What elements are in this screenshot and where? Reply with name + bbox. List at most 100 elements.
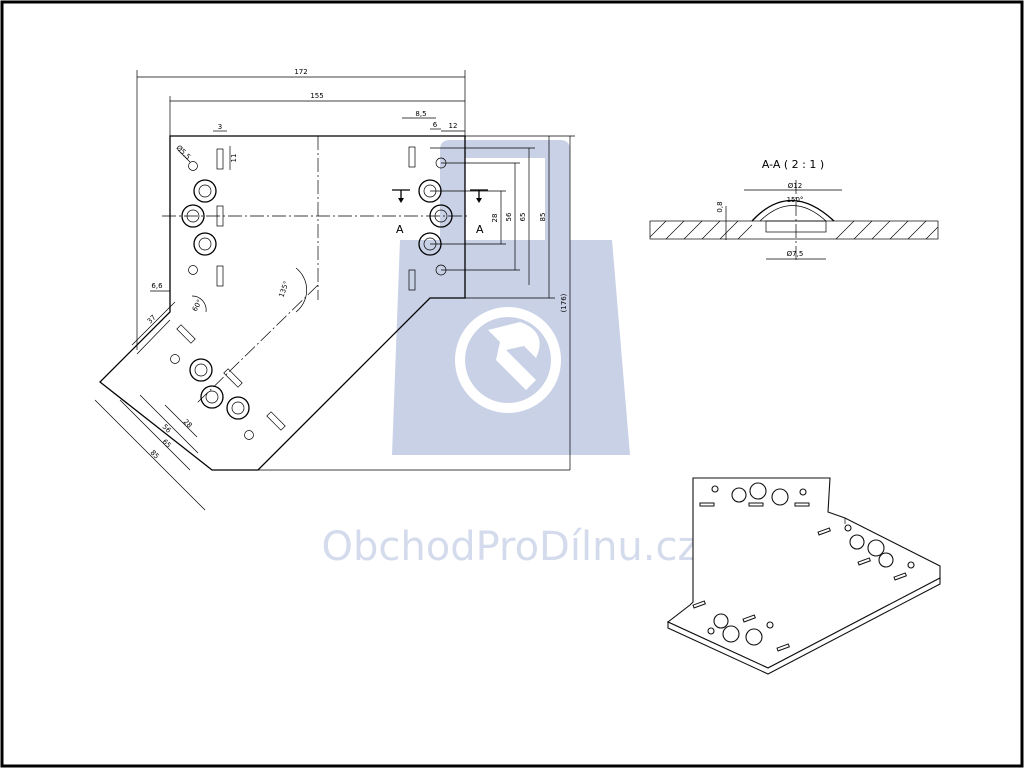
dim-172: 172 [294,68,307,76]
main-view: A A 172 155 3 11 Ø5,5 8,5 6 12 28 56 [94,68,575,511]
embossed-hole [193,232,217,256]
dim-8-5: 8,5 [415,110,426,118]
slot [266,411,286,431]
iso-hole [713,613,729,629]
slot [176,324,196,344]
diagonal-center-line [195,284,319,405]
watermark-ring [455,307,561,413]
dim-28: 28 [491,214,499,223]
small-hole [188,265,198,275]
hole-inner [194,363,208,377]
slot [223,368,243,388]
dim-hole-diameter: Ø5,5 [175,144,192,161]
dim-d7-5: Ø7,5 [787,250,804,258]
iso-hole [731,487,747,503]
section-hatching [649,220,939,240]
iso-small-hole [711,485,719,493]
hole-inner [231,401,245,415]
countersink-inner [759,205,827,222]
wrench-icon [488,322,540,390]
hole-inner [205,390,219,404]
iso-slot [857,557,871,566]
small-hole [244,430,254,440]
dim-diag-85: 85 [149,449,161,461]
embossed-hole [189,358,213,382]
leader-hole [177,149,191,163]
dim-65: 65 [519,213,527,222]
dim-line-diag-56 [139,394,199,454]
dim-150-deg: 150° [787,196,804,204]
dim-6: 6 [433,121,438,129]
small-hole [188,161,198,171]
section-mark-left: A [396,223,404,236]
slot [216,265,224,287]
countersink-dome [751,200,835,222]
dim-diag-65: 65 [161,438,173,450]
iso-slot [692,600,706,609]
iso-hole [867,539,885,557]
iso-hole [771,488,789,506]
dim-37: 37 [146,313,158,325]
dim-6-6: 6,6 [151,282,163,290]
embossed-hole [193,179,217,203]
dim-diag-56: 56 [161,423,173,435]
iso-small-hole [844,524,852,532]
bracket-3d-edge [667,577,941,675]
slot [408,146,416,168]
watermark-logo [392,140,630,455]
embossed-hole [181,204,205,228]
iso-slot [794,502,810,507]
iso-slot [893,572,907,581]
hole-inner [198,237,212,251]
angle-arc-135 [295,267,308,313]
dim-0-8: 0,8 [716,201,724,212]
iso-slot [748,502,764,507]
iso-small-hole [766,621,774,629]
iso-hole [722,625,740,643]
dim-line-37 [131,301,176,346]
dim-176: (176) [560,293,568,312]
iso-slot [776,643,790,652]
angle-arc-60 [191,295,207,313]
embossed-hole [200,385,224,409]
dim-135-deg: 135° [277,280,290,299]
hole-inner [186,209,200,223]
section-arrow-left [398,198,404,203]
section-title: A-A ( 2 : 1 ) [762,158,824,171]
dim-11: 11 [230,154,238,163]
dim-line-diag-65 [119,399,191,471]
iso-slot [817,527,831,536]
iso-small-hole [799,488,807,496]
dim-56: 56 [505,212,513,221]
iso-small-hole [907,561,915,569]
iso-hole [749,482,767,500]
dim-12: 12 [449,122,458,130]
slot [216,148,224,170]
section-view: A-A ( 2 : 1 ) Ø12 150° 0,8 Ø7,5 [649,158,939,262]
iso-small-hole [707,627,715,635]
bevel-edge [136,319,171,355]
hole-inner [198,184,212,198]
dim-85: 85 [539,213,547,222]
dim-line-diag-28 [164,404,198,438]
dim-line-diag-85 [94,399,206,511]
iso-hole [878,552,894,568]
embossed-hole [429,204,453,228]
section-arrow-right [476,198,482,203]
iso-hole [849,534,865,550]
iso-slot [742,614,756,623]
slot [216,205,224,227]
watermark-text: ObchodProDílnu.cz [322,524,699,570]
embossed-hole [226,396,250,420]
dim-155: 155 [310,92,323,100]
section-mark-right: A [476,223,484,236]
dim-3: 3 [218,123,222,131]
dim-diag-28: 28 [182,418,194,430]
dim-d12: Ø12 [788,182,802,190]
hole-inner [434,209,448,223]
small-hole [170,354,180,364]
slot [408,269,416,291]
isometric-view [666,477,941,675]
